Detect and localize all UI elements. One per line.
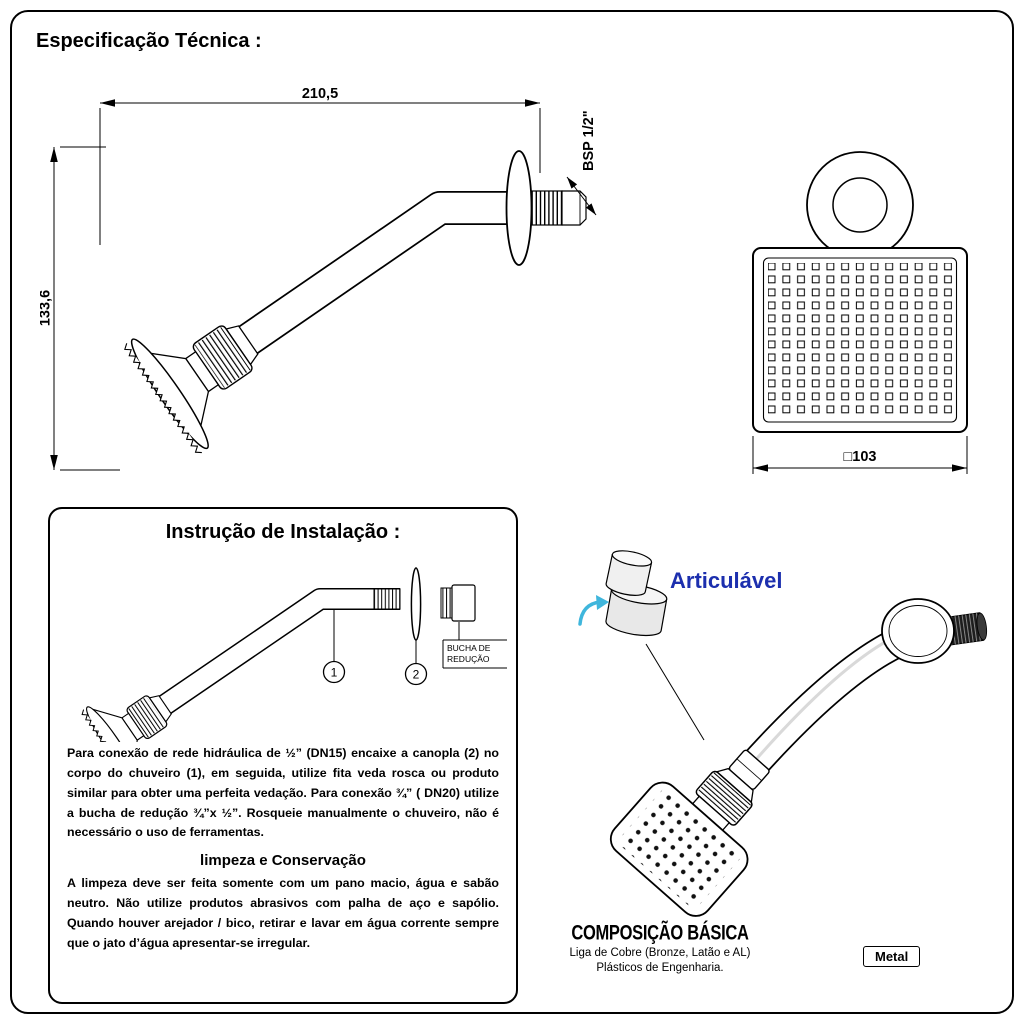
square-dim-label: □103 <box>844 449 877 465</box>
perspective-flange-rim <box>888 605 948 657</box>
metal-badge: Metal <box>863 946 921 967</box>
spray-nozzle-teeth <box>124 343 202 454</box>
perspective-flange <box>881 598 955 664</box>
cleaning-title: limpeza e Conservação <box>200 852 366 870</box>
dim-height-arrow-bottom <box>50 455 58 470</box>
exploded-view-drawing: 1 2 BUCHA DE REDUÇÃO <box>81 567 507 742</box>
exploded-head-face <box>86 706 136 742</box>
bucha-knurl <box>440 587 453 619</box>
perspective-drawing: Articulável <box>578 550 988 917</box>
front-view-drawing: □103 <box>752 151 968 474</box>
dim-square-arrow-left <box>753 464 768 472</box>
bucha-body <box>451 584 476 622</box>
nipple-tip <box>561 190 587 226</box>
dim-width-arrow-right <box>525 99 540 107</box>
callout-2-circle <box>404 662 428 686</box>
canopla-flange <box>505 150 533 266</box>
knurled-ring-serration <box>194 327 251 388</box>
bucha-label-line2: REDUÇÃO <box>447 654 490 664</box>
installation-paragraph-1: Para conexão de rede hidráulica de ½” (D… <box>67 746 499 840</box>
installation-paragraph-2: A limpeza deve ser feita somente com um … <box>67 876 499 950</box>
dim-width-arrow-left <box>100 99 115 107</box>
composition-line-1: Liga de Cobre (Bronze, Latão e AL) <box>569 947 751 960</box>
perspective-shower-head <box>609 749 770 917</box>
callout-1: 1 <box>331 666 338 680</box>
callout-2: 2 <box>413 668 420 682</box>
arm-tube-inner <box>226 192 532 362</box>
exploded-ring-serration <box>127 696 166 738</box>
hanger-ring-inner <box>832 177 888 233</box>
dim-height-arrow-top <box>50 147 58 162</box>
shower-head-side <box>124 325 259 454</box>
side-view-drawing: 210,5 133,6 BSP 1/2" <box>40 86 597 471</box>
dim-square-arrow-right <box>952 464 967 472</box>
swivel-joint-seam <box>736 758 762 781</box>
bsp-arrow-2 <box>585 203 596 215</box>
dim-height <box>53 146 120 471</box>
articulavel-label: Articulável <box>670 568 783 593</box>
exploded-thread <box>373 588 401 610</box>
page-title: Especificação Técnica : <box>36 30 262 52</box>
installation-box: Instrução de Instalação : 1 2 <box>48 507 518 1004</box>
dim-width <box>99 102 541 245</box>
thread-section <box>531 190 563 226</box>
perspective-ring-serration <box>697 772 752 824</box>
head-plate-inner-border <box>762 257 958 423</box>
swivel-arrow-head <box>596 595 609 610</box>
exploded-shower-head <box>81 695 172 742</box>
perspective-arm-inner <box>731 623 918 788</box>
composition-block: COMPOSIÇÃO BÁSICA Liga de Cobre (Bronze,… <box>529 921 791 975</box>
bsp-arrow-1 <box>567 177 578 189</box>
composition-line-2: Plásticos de Engenharia. <box>596 961 724 974</box>
exploded-arm-inner <box>150 589 400 719</box>
composition-title: COMPOSIÇÃO BÁSICA <box>571 921 749 945</box>
canopla-part <box>410 567 422 641</box>
bucha-label-line1: BUCHA DE <box>447 643 491 653</box>
joint-upper-cylinder <box>605 550 653 596</box>
callout-1-circle <box>322 660 346 684</box>
exploded-nozzle-teeth <box>81 709 128 742</box>
installation-title: Instrução de Instalação : <box>165 521 401 543</box>
nozzle-grid <box>768 263 952 417</box>
perspective-nozzle-dots <box>616 787 742 911</box>
articulavel-leader <box>645 643 705 741</box>
articulating-joint-inset <box>605 550 668 637</box>
dim-width-label: 210,5 <box>302 86 338 102</box>
dim-height-label: 133,6 <box>40 290 54 326</box>
thread-size-label: BSP 1/2" <box>581 110 597 171</box>
dim-square <box>752 436 968 474</box>
